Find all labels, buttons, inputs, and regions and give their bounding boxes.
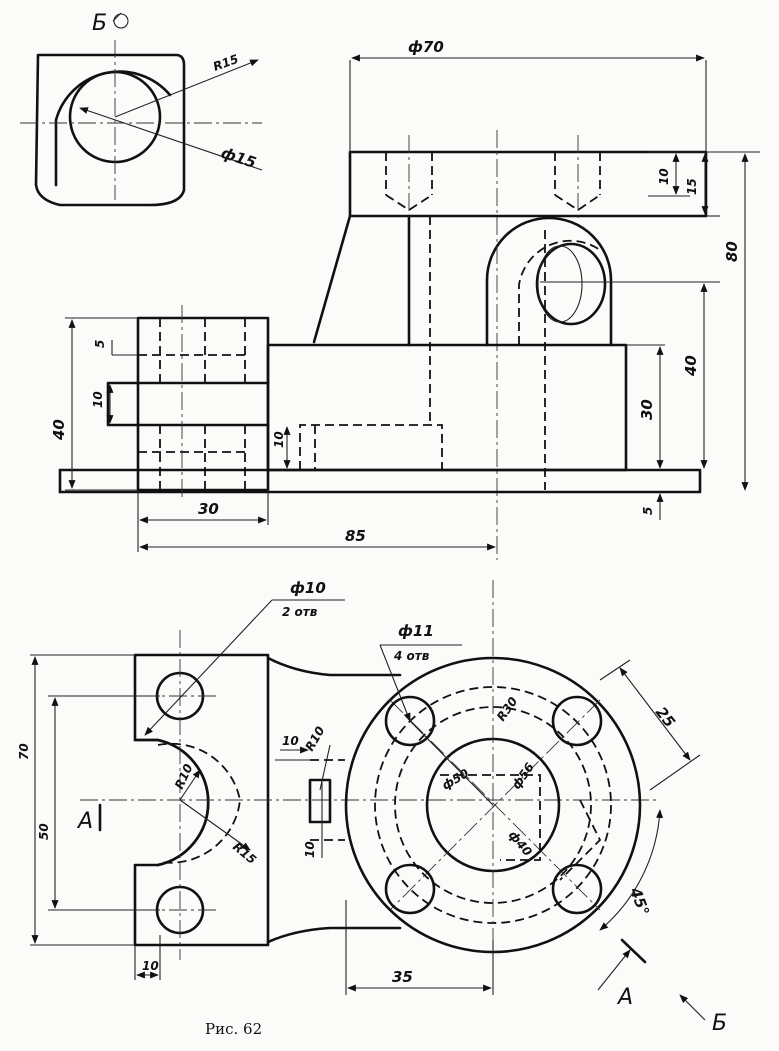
view-b-label-arrow: Б (712, 1011, 727, 1036)
dim-front-d70: ф70 (408, 38, 444, 56)
plan-hole-sw (384, 863, 436, 915)
dim-view-b-d15: ф15 (219, 144, 259, 172)
dim-plan-35: 35 (392, 968, 413, 986)
figure-caption: Рис. 62 (205, 1020, 262, 1038)
dim-front-40l: 40 (50, 419, 68, 441)
dim-front-10i: 10 (272, 431, 286, 448)
view-b: Б R15 ф15 (20, 11, 263, 207)
dim-front-5b: 5 (641, 507, 655, 515)
dim-view-b-r15: R15 (211, 52, 240, 74)
dim-plan-r10: R10 (172, 762, 196, 791)
view-b-arrow-icon (112, 12, 129, 29)
plan-flange: ф11 4 отв R30 ф50 ф56 ф40 25 45° 35 (344, 580, 701, 995)
section-label-left: A (76, 809, 93, 834)
dim-front-85: 85 (345, 527, 366, 545)
dim-plan-d56: ф56 (509, 760, 537, 791)
dim-plan-holes11: ф11 (398, 622, 434, 640)
dim-plan-50: 50 (37, 823, 51, 840)
section-label-right: A (616, 985, 633, 1010)
front-left-block: 40 5 10 30 85 (50, 305, 496, 552)
view-b-arc (54, 70, 172, 187)
dim-plan-d40c: ф40 (506, 828, 535, 859)
dim-plan-10b: 10 (142, 959, 159, 973)
plan-hole-nw (384, 695, 436, 747)
view-b-label: Б (92, 11, 107, 36)
dim-front-30: 30 (638, 399, 656, 420)
dim-plan-70: 70 (17, 743, 31, 760)
dim-plan-holes11-count: 4 отв (393, 649, 430, 663)
dim-plan-holes10: ф10 (290, 579, 326, 597)
front-view: ф70 10 15 80 (50, 38, 760, 560)
dim-front-5: 5 (93, 340, 107, 348)
dim-front-10l: 10 (91, 391, 105, 408)
plan-hole-ne (551, 695, 603, 747)
front-web (312, 214, 352, 344)
plan-left-block: ф10 2 отв R10 R15 70 50 10 (17, 579, 345, 980)
dim-plan-r10b: R10 (302, 724, 327, 753)
front-base-body (266, 343, 628, 472)
dim-plan-10v: 10 (303, 841, 317, 858)
dim-front-15: 15 (685, 178, 699, 195)
front-lug: 40 (485, 130, 720, 560)
plan-view: ф10 2 отв R10 R15 70 50 10 A (17, 579, 727, 1036)
dim-plan-45: 45° (626, 884, 653, 918)
dim-front-10: 10 (657, 168, 671, 185)
dim-front-30b: 30 (198, 500, 219, 518)
dim-plan-r15: R15 (230, 840, 259, 867)
dim-plan-holes10-count: 2 отв (282, 605, 318, 619)
dim-front-40: 40 (682, 355, 700, 377)
dim-plan-25: 25 (652, 703, 679, 731)
view-b-outline (34, 53, 186, 207)
dim-front-80: 80 (723, 241, 741, 262)
dim-plan-10: 10 (282, 734, 299, 748)
dim-plan-d50c: ф50 (440, 766, 472, 792)
